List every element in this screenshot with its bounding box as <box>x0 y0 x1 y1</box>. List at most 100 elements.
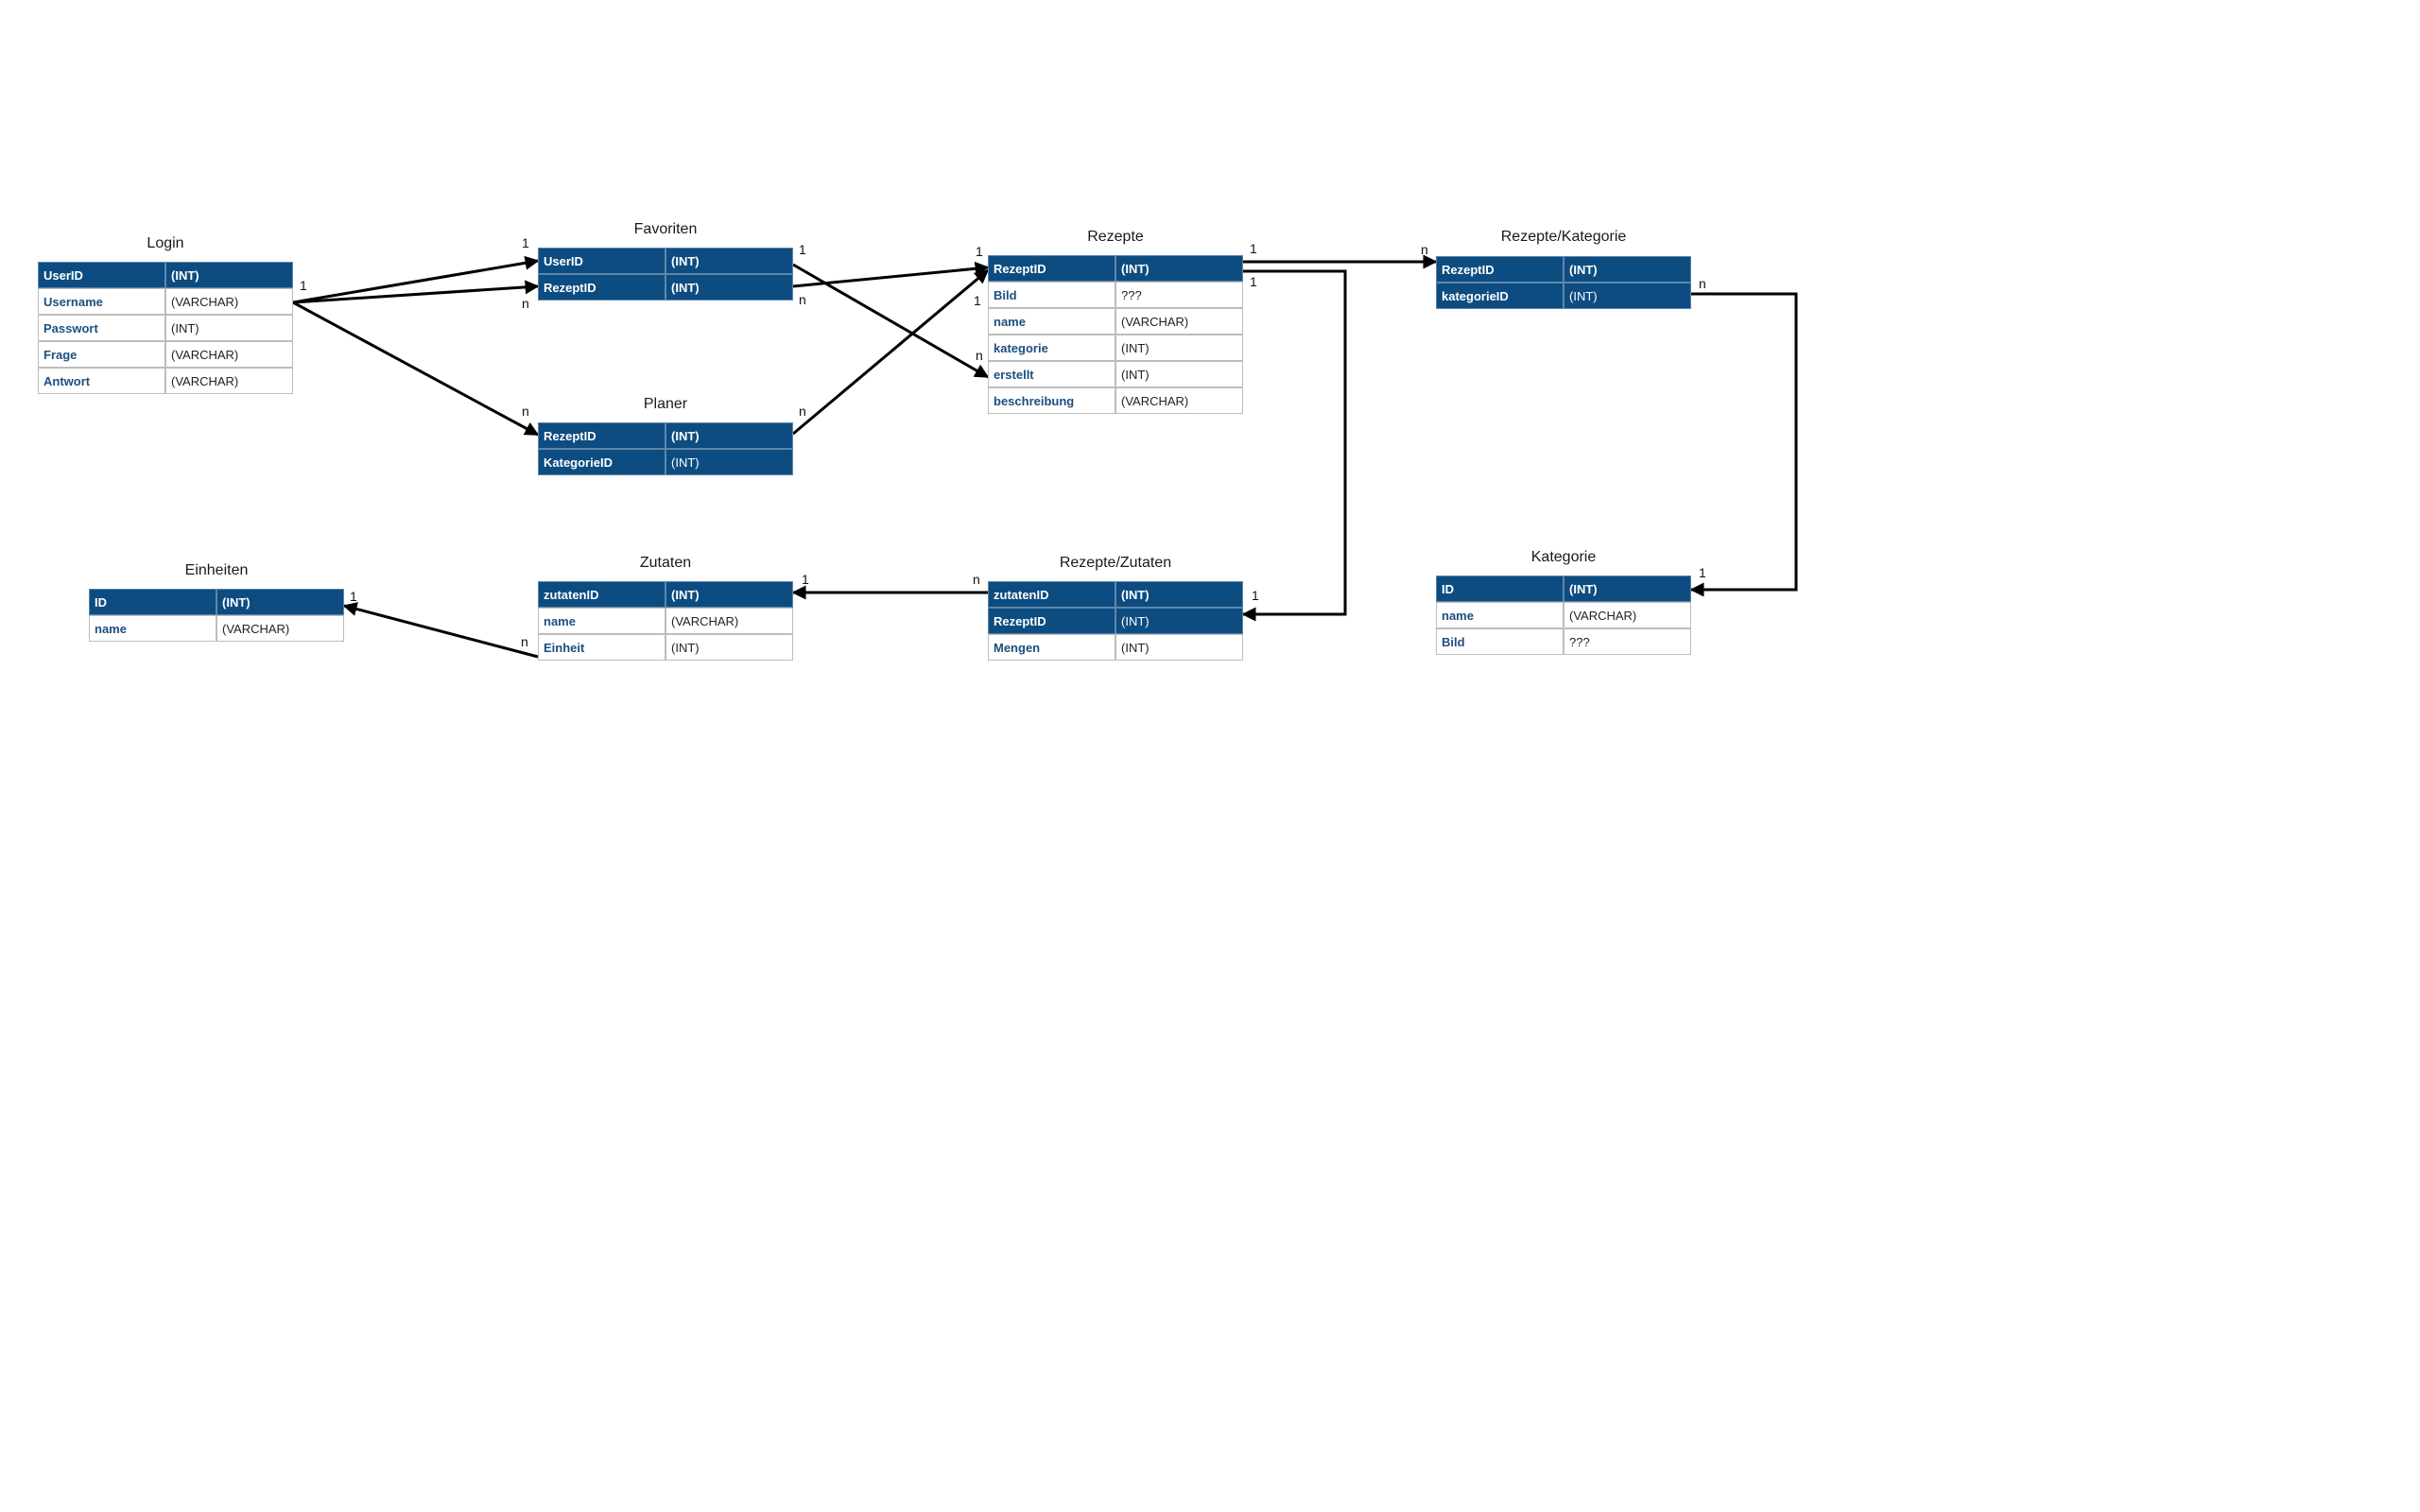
table-row[interactable]: Mengen (INT) <box>988 634 1243 661</box>
field-type: (INT) <box>666 248 793 274</box>
table-row[interactable]: name (VARCHAR) <box>1436 602 1691 628</box>
table-row[interactable]: ID (INT) <box>1436 576 1691 602</box>
cardinality-label: 1 <box>1250 274 1257 289</box>
field-type: (VARCHAR) <box>1115 308 1243 335</box>
table-row[interactable]: Einheit (INT) <box>538 634 793 661</box>
field-name: RezeptID <box>538 422 666 449</box>
field-name: Antwort <box>38 368 165 394</box>
field-type: (INT) <box>1564 256 1691 283</box>
relationship-edge-login-userid-to-favoriten-rezeptid <box>292 280 540 304</box>
field-type: (VARCHAR) <box>666 608 793 634</box>
field-type: (INT) <box>1115 335 1243 361</box>
rezepte-kategorie-table-title: Rezepte/Kategorie <box>1500 229 1627 245</box>
field-name: UserID <box>38 262 165 288</box>
field-name: Bild <box>988 282 1115 308</box>
table-row[interactable]: KategorieID (INT) <box>538 449 793 475</box>
field-name: beschreibung <box>988 387 1115 414</box>
field-name: Bild <box>1436 628 1564 655</box>
table-row[interactable]: Antwort (VARCHAR) <box>38 368 293 394</box>
table-row[interactable]: kategorie (INT) <box>988 335 1243 361</box>
field-type: (INT) <box>165 315 293 341</box>
relationship-edge-favoriten-userid-to-rezepte-erstellt <box>792 263 990 379</box>
table-row[interactable]: erstellt (INT) <box>988 361 1243 387</box>
cardinality-label: 1 <box>350 589 357 604</box>
field-type: (INT) <box>1115 634 1243 661</box>
table-row[interactable]: RezeptID (INT) <box>988 608 1243 634</box>
zutaten-table[interactable]: zutatenID (INT) name (VARCHAR) Einheit (… <box>538 581 793 661</box>
field-type: ??? <box>1564 628 1691 655</box>
field-type: (VARCHAR) <box>165 341 293 368</box>
field-type: (VARCHAR) <box>165 368 293 394</box>
table-row[interactable]: kategorieID (INT) <box>1436 283 1691 309</box>
table-row[interactable]: beschreibung (VARCHAR) <box>988 387 1243 414</box>
relationship-edge-login-userid-to-planer-rezeptid <box>292 301 540 437</box>
field-name: Username <box>38 288 165 315</box>
zutaten-table-title: Zutaten <box>639 555 692 571</box>
table-row[interactable]: zutatenID (INT) <box>988 581 1243 608</box>
field-name: erstellt <box>988 361 1115 387</box>
table-row[interactable]: RezeptID (INT) <box>538 422 793 449</box>
field-type: (INT) <box>666 422 793 449</box>
field-name: name <box>89 615 216 642</box>
field-name: RezeptID <box>988 255 1115 282</box>
favoriten-table[interactable]: UserID (INT) RezeptID (INT) <box>538 248 793 301</box>
relationship-edge-rezepte-rezeptid-to-rezepte-zutaten <box>1241 269 1347 622</box>
table-row[interactable]: UserID (INT) <box>38 262 293 288</box>
table-row[interactable]: name (VARCHAR) <box>538 608 793 634</box>
field-name: ID <box>1436 576 1564 602</box>
table-row[interactable]: RezeptID (INT) <box>1436 256 1691 283</box>
table-row[interactable]: Bild ??? <box>988 282 1243 308</box>
table-row[interactable]: ID (INT) <box>89 589 344 615</box>
field-type: (INT) <box>666 449 793 475</box>
cardinality-label: 1 <box>522 235 529 250</box>
cardinality-label: n <box>799 404 806 419</box>
cardinality-label: n <box>522 404 529 419</box>
kategorie-table[interactable]: ID (INT) name (VARCHAR) Bild ??? <box>1436 576 1691 655</box>
field-type: (INT) <box>1115 608 1243 634</box>
table-row[interactable]: Bild ??? <box>1436 628 1691 655</box>
field-name: KategorieID <box>538 449 666 475</box>
field-type: (INT) <box>1115 581 1243 608</box>
cardinality-label: n <box>522 296 529 311</box>
field-type: (INT) <box>1115 255 1243 282</box>
relationship-edge-favoriten-rezeptid-to-rezepte-rezeptid <box>792 261 990 288</box>
field-name: Mengen <box>988 634 1115 661</box>
relationship-edge-zutaten-einheit-to-einheiten-id <box>342 602 539 659</box>
table-row[interactable]: zutatenID (INT) <box>538 581 793 608</box>
table-row[interactable]: Username (VARCHAR) <box>38 288 293 315</box>
cardinality-label: 1 <box>799 242 806 257</box>
table-row[interactable]: RezeptID (INT) <box>988 255 1243 282</box>
cardinality-label: 1 <box>1252 588 1259 603</box>
table-row[interactable]: Passwort (INT) <box>38 315 293 341</box>
login-table[interactable]: UserID (INT) Username (VARCHAR) Passwort… <box>38 262 293 394</box>
rezepte-zutaten-table[interactable]: zutatenID (INT) RezeptID (INT) Mengen (I… <box>988 581 1243 661</box>
field-type: (INT) <box>666 581 793 608</box>
field-name: zutatenID <box>538 581 666 608</box>
field-type: ??? <box>1115 282 1243 308</box>
rezepte-zutaten-table-title: Rezepte/Zutaten <box>1059 555 1172 571</box>
einheiten-table[interactable]: ID (INT) name (VARCHAR) <box>89 589 344 642</box>
field-name: RezeptID <box>1436 256 1564 283</box>
field-name: Frage <box>38 341 165 368</box>
cardinality-label: n <box>976 348 983 363</box>
relationship-edge-planer-rezeptid-to-rezepte-rezeptid <box>792 268 990 436</box>
cardinality-label: 1 <box>976 244 983 259</box>
table-row[interactable]: name (VARCHAR) <box>988 308 1243 335</box>
table-row[interactable]: Frage (VARCHAR) <box>38 341 293 368</box>
cardinality-label: n <box>799 292 806 307</box>
table-row[interactable]: UserID (INT) <box>538 248 793 274</box>
field-name: Einheit <box>538 634 666 661</box>
field-name: RezeptID <box>988 608 1115 634</box>
table-row[interactable]: RezeptID (INT) <box>538 274 793 301</box>
rezepte-kategorie-table[interactable]: RezeptID (INT) kategorieID (INT) <box>1436 256 1691 309</box>
rezepte-table[interactable]: RezeptID (INT) Bild ??? name (VARCHAR) k… <box>988 255 1243 414</box>
einheiten-table-title: Einheiten <box>184 562 249 578</box>
field-type: (VARCHAR) <box>216 615 344 642</box>
planer-table[interactable]: RezeptID (INT) KategorieID (INT) <box>538 422 793 475</box>
rezepte-table-title: Rezepte <box>1087 229 1144 245</box>
table-row[interactable]: name (VARCHAR) <box>89 615 344 642</box>
cardinality-label: n <box>1699 276 1706 291</box>
planer-table-title: Planer <box>643 396 688 412</box>
field-type: (INT) <box>666 274 793 301</box>
